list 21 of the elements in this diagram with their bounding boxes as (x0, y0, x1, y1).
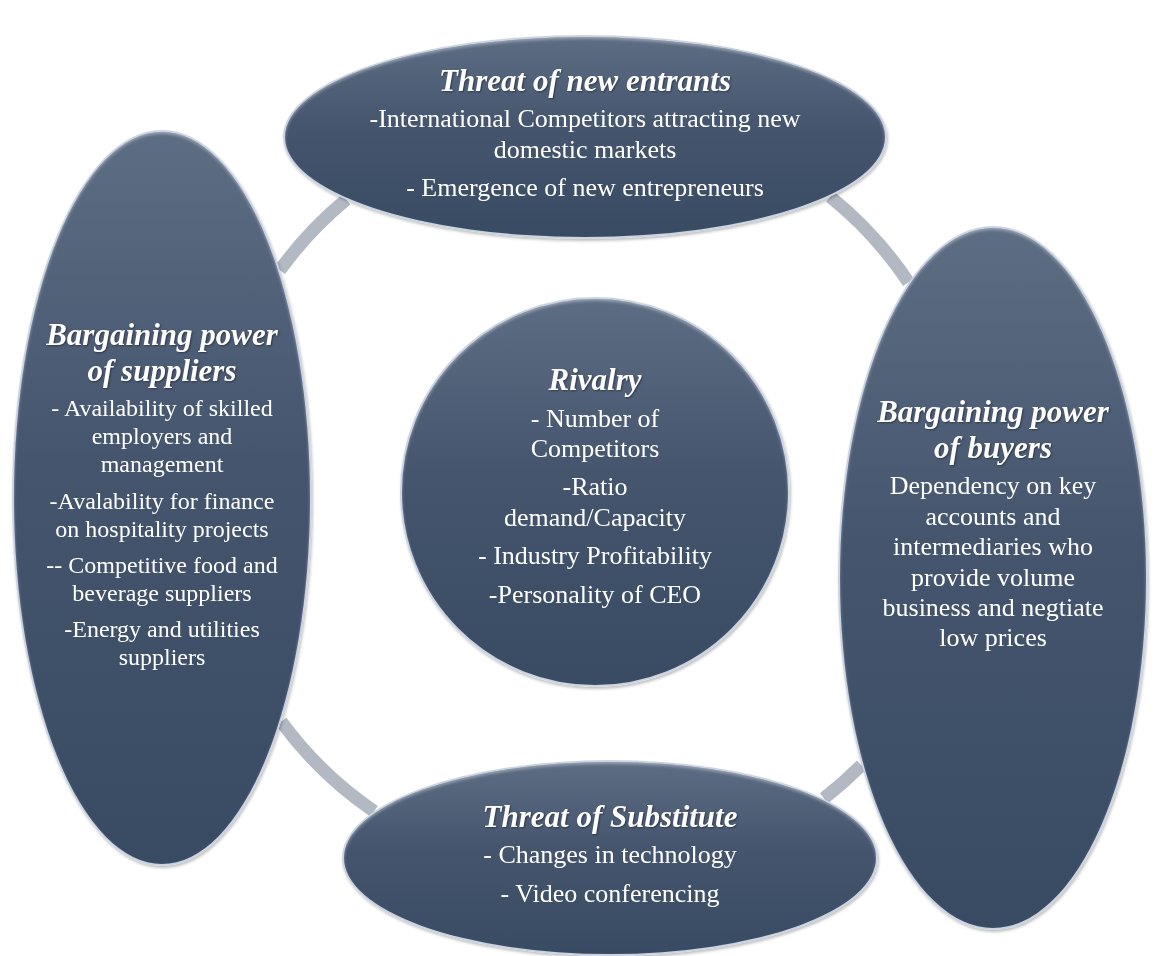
ring-connector (819, 760, 866, 804)
node-text: Dependency on key accounts and intermediaries who provide volume business and negtiate low prices (881, 471, 1105, 654)
node-text: - Emergence of new entrepreneurs (406, 173, 764, 204)
ring-connector (825, 191, 914, 287)
node-text: - Industry Profitability (478, 541, 712, 572)
node-title: Bargaining power of suppliers (45, 317, 279, 389)
node-text: -Energy and utilities suppliers (63, 614, 261, 671)
node-text: -- Competitive food and beverage suppliers (45, 550, 279, 607)
ring-connector (276, 717, 378, 817)
node-text: - Availability of skilled employers and management (50, 394, 274, 479)
node-title: Threat of new entrants (439, 62, 731, 99)
node-text: - Number of Competitors (529, 403, 661, 465)
node-text: - Changes in technology (483, 840, 737, 871)
node-text: -Ratio demand/Capacity (503, 472, 687, 534)
node-text: -Avalability for finance on hospitality projects (48, 486, 276, 543)
node-text: -International Competitors attracting new domestic markets (368, 104, 802, 165)
node-title: Rivalry (548, 361, 642, 398)
node-text: -Personality of CEO (488, 579, 702, 611)
node-text: - Video conferencing (500, 878, 720, 910)
node-title: Bargaining power of buyers (876, 394, 1110, 466)
node-title: Threat of Substitute (482, 798, 738, 835)
